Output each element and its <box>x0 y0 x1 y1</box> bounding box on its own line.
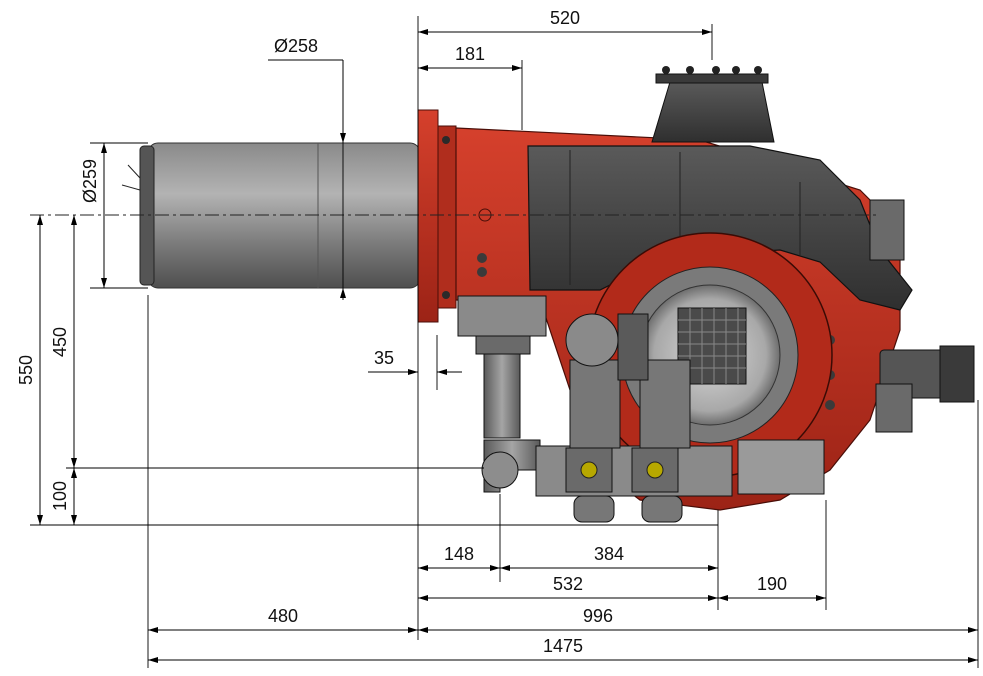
dim-label-384: 384 <box>594 544 624 564</box>
motor <box>869 199 975 433</box>
mounting-flange <box>417 109 457 323</box>
dimension-labels: 520 181 Ø258 Ø259 550 450 100 35 148 384… <box>16 8 787 656</box>
servo-actuator <box>457 295 547 439</box>
dim-label-532: 532 <box>553 574 583 594</box>
dim-label-480: 480 <box>268 606 298 626</box>
dim-label-450: 450 <box>50 327 70 357</box>
dim-label-1475: 1475 <box>543 636 583 656</box>
dim-label-996: 996 <box>583 606 613 626</box>
dimension-lines <box>37 29 978 663</box>
dim-label-148: 148 <box>444 544 474 564</box>
dim-label-35: 35 <box>374 348 394 368</box>
air-intake <box>651 66 775 143</box>
dim-label-181: 181 <box>455 44 485 64</box>
burner-body <box>121 66 975 523</box>
dim-label-100: 100 <box>50 481 70 511</box>
dim-label-550: 550 <box>16 355 36 385</box>
gas-train <box>481 313 825 523</box>
dim-label-520: 520 <box>550 8 580 28</box>
extension-lines <box>30 16 979 668</box>
dim-label-dia-258: Ø258 <box>274 36 318 56</box>
dim-label-dia-259: Ø259 <box>80 159 100 203</box>
dim-label-190: 190 <box>757 574 787 594</box>
